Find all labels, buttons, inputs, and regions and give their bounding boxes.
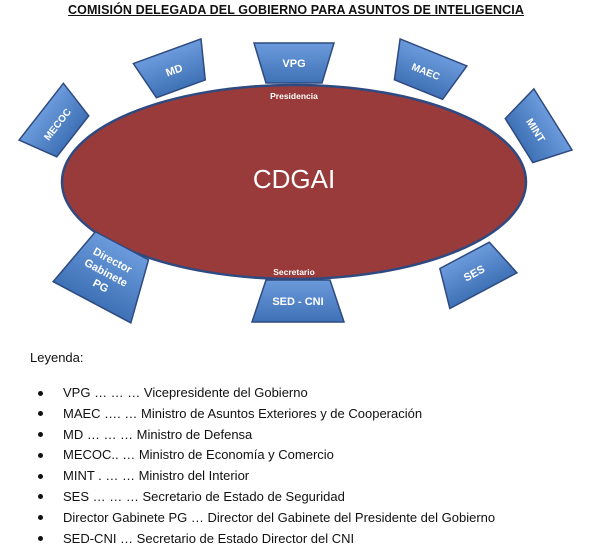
seat-sed-cni-shape xyxy=(250,279,346,323)
seat-vpg-label: VPG xyxy=(282,58,305,70)
seat-maec-shape xyxy=(393,37,469,101)
seat-md: MD xyxy=(132,37,207,99)
seat-vpg: VPG xyxy=(252,42,336,84)
legend-item-text: SES … … … Secretario de Estado de Seguri… xyxy=(63,488,345,504)
seat-mecoc-shape xyxy=(17,82,90,158)
legend-item: MAEC …. … Ministro de Asuntos Exteriores… xyxy=(30,405,495,426)
council-diagram: CDGAI Presidencia Secretario VPG MD MAEC… xyxy=(17,37,574,325)
bullet-icon xyxy=(38,494,43,500)
legend-item-text: SED-CNI … Secretario de Estado Director … xyxy=(63,530,355,546)
legend-item-text: MD … … … Ministro de Defensa xyxy=(63,426,253,442)
bullet-icon xyxy=(38,411,43,417)
seat-mecoc: MECOC xyxy=(17,82,90,158)
legend-item-text: MINT . … … Ministro del Interior xyxy=(63,468,250,484)
legend-item: VPG … … … Vicepresidente del Gobierno xyxy=(30,384,495,405)
presidencia-label: Presidencia xyxy=(270,91,318,101)
bullet-icon xyxy=(38,515,43,521)
seat-vpg-shape xyxy=(252,42,336,84)
bullet-icon xyxy=(38,452,43,458)
legend-item: MECOC.. … Ministro de Economía y Comerci… xyxy=(30,446,495,467)
legend-item: MINT . … … Ministro del Interior xyxy=(30,467,495,488)
table-ellipse xyxy=(60,83,528,281)
legend-item: SES … … … Secretario de Estado de Seguri… xyxy=(30,488,495,509)
legend-item-text: MAEC …. … Ministro de Asuntos Exteriores… xyxy=(63,405,423,421)
legend-item: SED-CNI … Secretario de Estado Director … xyxy=(30,530,495,550)
secretario-label: Secretario xyxy=(273,267,315,277)
bullet-icon xyxy=(38,432,43,438)
bullet-icon xyxy=(38,390,43,396)
legend-item: Director Gabinete PG … Director del Gabi… xyxy=(30,509,495,530)
seat-director-gabinete-pg-shape xyxy=(51,230,150,325)
diagram-title: COMISIÓN DELEGADA DEL GOBIERNO PARA ASUN… xyxy=(68,3,524,17)
seat-md-shape xyxy=(132,37,207,99)
legend-title: Leyenda: xyxy=(30,350,84,365)
seat-ses: SES xyxy=(439,241,519,310)
seat-ses-shape xyxy=(439,241,519,310)
seat-maec: MAEC xyxy=(393,37,469,101)
seat-mint-shape xyxy=(504,87,574,164)
legend-item-text: MECOC.. … Ministro de Economía y Comerci… xyxy=(63,447,334,463)
bullet-icon xyxy=(38,473,43,479)
bullet-icon xyxy=(38,536,43,542)
legend-item: MD … … … Ministro de Defensa xyxy=(30,426,495,447)
seat-mint: MINT xyxy=(504,87,574,164)
table-center-label: CDGAI xyxy=(253,164,335,194)
legend-item-text: Director Gabinete PG … Director del Gabi… xyxy=(63,509,496,525)
seat-sed-cni-label: SED - CNI xyxy=(272,296,323,308)
legend-item-text: VPG … … … Vicepresidente del Gobierno xyxy=(63,385,308,400)
seat-sed-cni: SED - CNI xyxy=(250,279,346,323)
seat-md-label: MD xyxy=(164,62,184,79)
legend-list: VPG … … … Vicepresidente del Gobierno MA… xyxy=(30,384,495,550)
seat-director-gabinete-pg: Director Gabinete PG xyxy=(51,230,150,325)
